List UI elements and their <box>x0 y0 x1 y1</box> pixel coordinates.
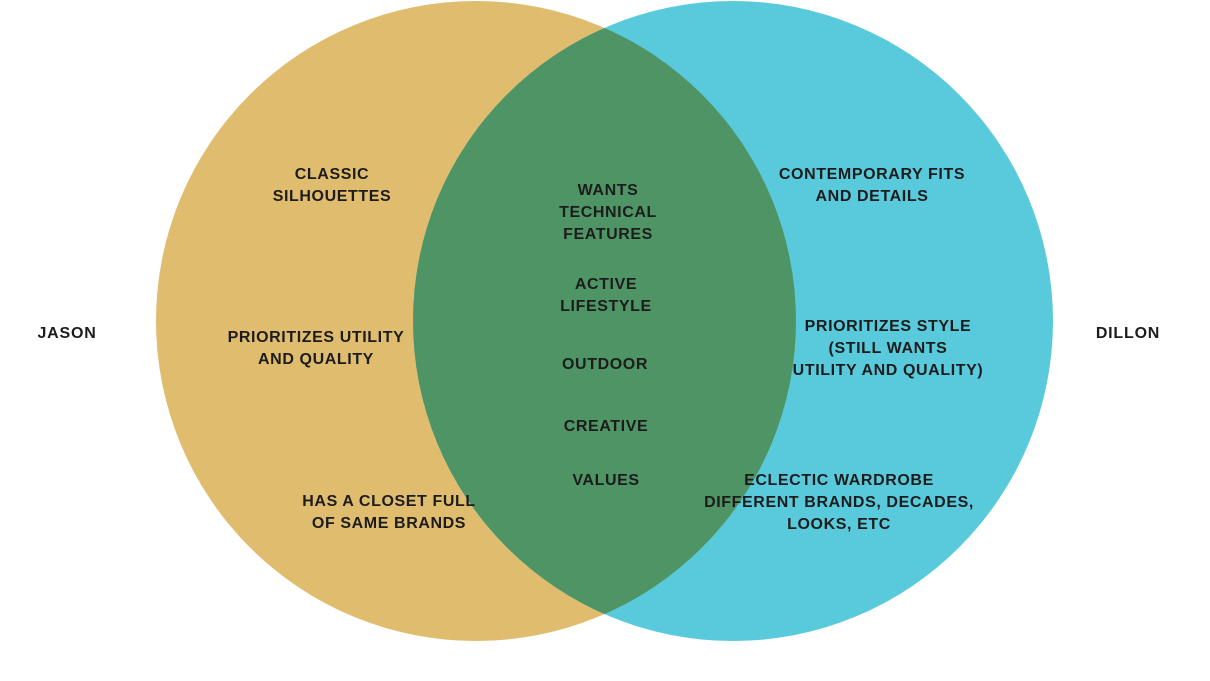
set-label-jason: JASON <box>37 325 97 342</box>
set-label-dillon: DILLON <box>1095 325 1161 342</box>
jason-trait-utility: PRIORITIZES UTILITY AND QUALITY <box>227 329 405 368</box>
shared-trait-outdoor: OUTDOOR <box>562 356 648 373</box>
jason-trait-closet: HAS A CLOSET FULL OF SAME BRANDS <box>302 493 476 532</box>
dillon-trait-wardrobe: ECLECTIC WARDROBE DIFFERENT BRANDS, DECA… <box>704 472 974 533</box>
shared-trait-lifestyle: ACTIVE LIFESTYLE <box>560 276 652 315</box>
dillon-trait-fits: CONTEMPORARY FITS AND DETAILS <box>778 166 966 205</box>
shared-trait-technical: WANTS TECHNICAL FEATURES <box>559 182 657 243</box>
shared-trait-creative: CREATIVE <box>563 418 649 435</box>
jason-trait-silhouettes: CLASSIC SILHOUETTES <box>272 166 392 205</box>
shared-trait-values: VALUES <box>572 472 640 489</box>
overlap-region <box>413 1 796 641</box>
dillon-trait-style: PRIORITIZES STYLE (STILL WANTS UTILITY A… <box>792 318 984 379</box>
